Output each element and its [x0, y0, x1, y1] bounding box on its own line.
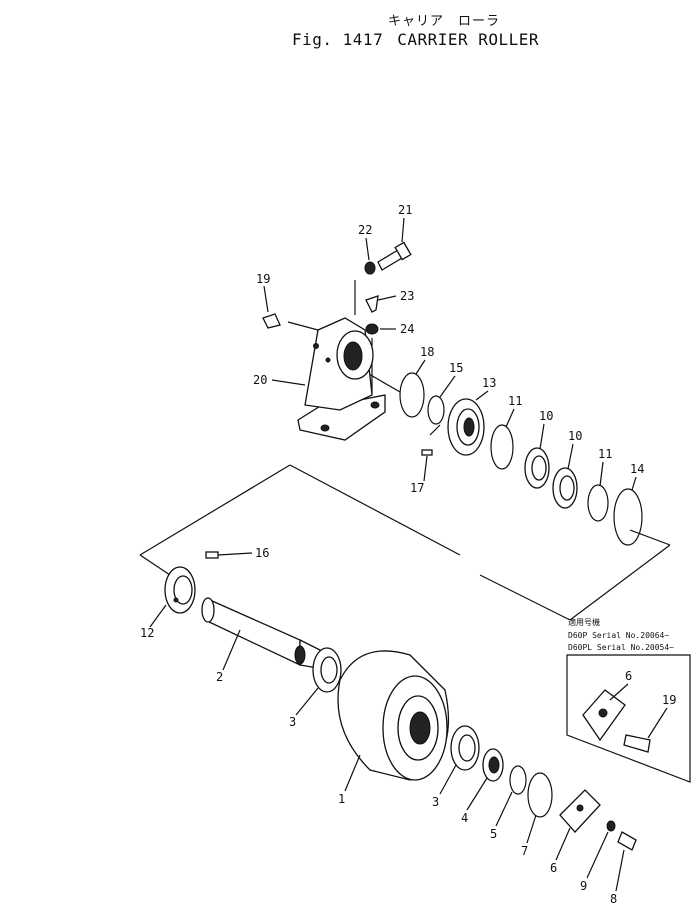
callout-14: 14 [630, 462, 644, 476]
ring-5 [509, 765, 527, 795]
applicability-line-1: D60P Serial No.20064~ [568, 631, 669, 640]
seal-10-b [552, 467, 578, 509]
shaft-2 [201, 597, 321, 669]
o-ring-11-lower [587, 484, 609, 522]
callout-3-right: 3 [432, 795, 439, 809]
figure-title: Fig. 1417 CARRIER ROLLER [292, 30, 553, 49]
callout-6: 6 [550, 861, 557, 875]
callout-10-a: 10 [539, 409, 553, 423]
callout-19-inset: 19 [662, 693, 676, 707]
cap-6 [559, 789, 601, 833]
applicability-line-2: D60PL Serial No.20054~ [568, 643, 674, 652]
callout-3-left: 3 [289, 715, 296, 729]
snap-ring-18 [399, 372, 425, 418]
bearing-3-left [312, 647, 342, 693]
washer-24 [365, 323, 379, 335]
callout-13: 13 [482, 376, 496, 390]
bolt-8 [617, 831, 637, 851]
o-ring-15 [427, 395, 445, 425]
callout-1: 1 [338, 792, 345, 806]
leader-lines [149, 217, 668, 892]
bolt-23 [365, 295, 379, 313]
callout-8: 8 [610, 892, 617, 906]
pin-17 [421, 449, 433, 456]
title-kana: キャリア ローラ [388, 14, 501, 29]
callout-4: 4 [461, 811, 468, 825]
callout-11-upper: 11 [508, 394, 522, 408]
seal-10-a [524, 447, 550, 489]
callout-20: 20 [253, 373, 267, 387]
o-ring-7 [527, 772, 553, 818]
callout-19-upper: 19 [256, 272, 270, 286]
pin-16 [205, 551, 219, 559]
bolt-19-upper [262, 313, 281, 329]
callout-12: 12 [140, 626, 154, 640]
bolt-21 [377, 241, 412, 271]
callout-6-inset: 6 [625, 669, 632, 683]
o-ring-11-upper [490, 424, 514, 470]
callout-7: 7 [521, 844, 528, 858]
applicability-heading: 適用号機 [568, 617, 600, 627]
callout-23: 23 [400, 289, 414, 303]
figure-name: CARRIER ROLLER [397, 30, 540, 49]
callout-15: 15 [449, 361, 463, 375]
callout-24: 24 [400, 322, 414, 336]
inset-panel [566, 654, 691, 783]
callout-17: 17 [410, 481, 424, 495]
cover-12 [164, 566, 196, 614]
nut-4 [482, 748, 504, 782]
callout-11-lower: 11 [598, 447, 612, 461]
callout-16: 16 [255, 546, 269, 560]
seal-13 [447, 398, 485, 456]
roller-1 [337, 650, 449, 781]
figure-number: Fig. 1417 [292, 30, 384, 49]
callout-18: 18 [420, 345, 434, 359]
assembly-guide-lines [139, 280, 671, 621]
inset-bolt-19 [623, 734, 651, 753]
callout-2: 2 [216, 670, 223, 684]
callout-10-b: 10 [568, 429, 582, 443]
callout-22: 22 [358, 223, 372, 237]
washer-9 [606, 820, 616, 832]
callout-9: 9 [580, 879, 587, 893]
washer-22 [364, 261, 376, 275]
bracket-part [297, 317, 386, 441]
bearing-3-right [450, 725, 480, 771]
callout-5: 5 [490, 827, 497, 841]
o-ring-14 [613, 488, 643, 546]
callout-21: 21 [398, 203, 412, 217]
inset-cap-6 [582, 689, 626, 742]
